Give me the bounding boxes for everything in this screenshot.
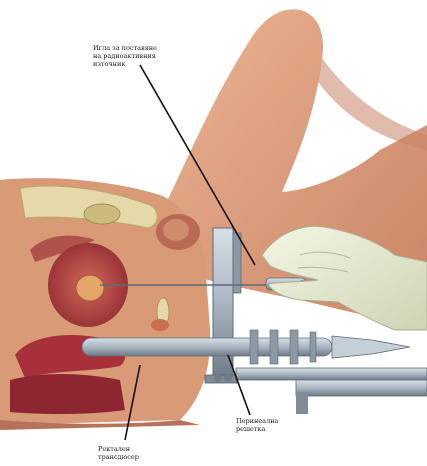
- perineal-template-label: Перинеална решетка: [236, 417, 306, 433]
- template-leader-line: [228, 355, 250, 415]
- needle-label: Игла за поставяне на радиоактивния източ…: [93, 44, 173, 68]
- rectal-transducer-label: Ректален трансдюсер: [98, 445, 168, 461]
